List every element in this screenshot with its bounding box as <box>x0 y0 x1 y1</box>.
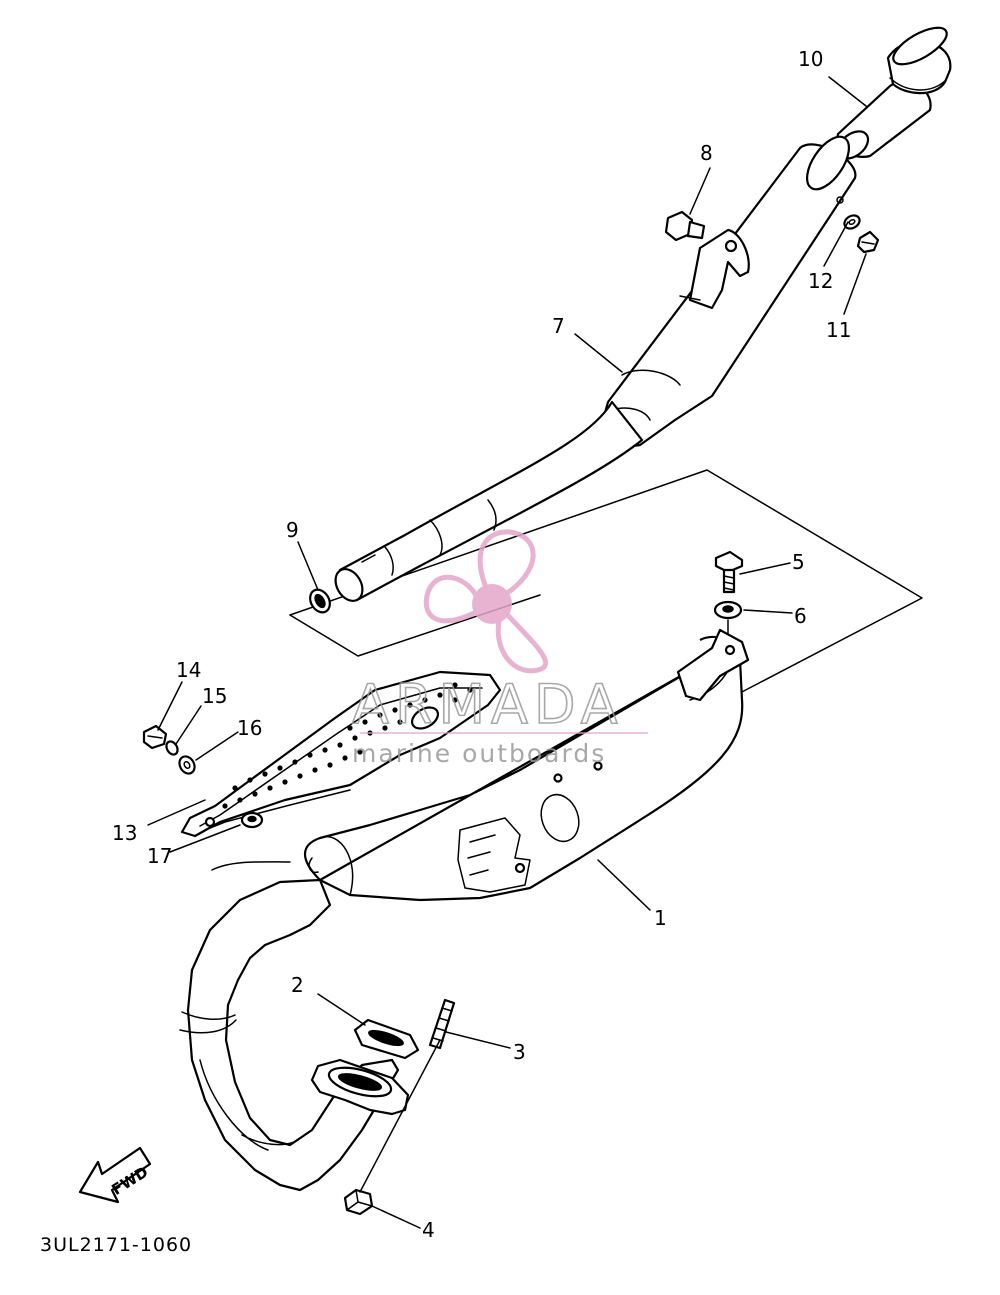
callout-labels: 1 2 3 4 5 6 7 8 9 10 11 12 13 14 15 16 1… <box>112 47 851 1242</box>
part-2-gasket <box>353 1018 420 1060</box>
part-11-screw <box>856 230 880 254</box>
part-3-stud-bolt <box>428 998 456 1050</box>
callout-10: 10 <box>798 47 823 71</box>
callout-11: 11 <box>826 318 851 342</box>
part-10-tail-pipe <box>836 26 952 160</box>
callout-9: 9 <box>286 518 299 542</box>
part-7-silencer <box>334 135 857 602</box>
callout-5: 5 <box>792 550 805 574</box>
callout-8: 8 <box>700 141 713 165</box>
propeller-logo-icon <box>423 529 548 674</box>
callout-7: 7 <box>552 314 565 338</box>
armada-watermark: ARMADA marine outboards <box>351 529 648 768</box>
part-17-damper <box>240 811 264 829</box>
callout-4: 4 <box>422 1218 435 1242</box>
part-16-washer <box>178 755 196 775</box>
callout-16: 16 <box>237 716 262 740</box>
callout-17: 17 <box>147 844 172 868</box>
part-4-nut <box>343 1188 374 1216</box>
part-13-protector <box>180 670 502 838</box>
leader-lines <box>147 76 867 1229</box>
callout-1: 1 <box>654 906 667 930</box>
watermark-tagline: marine outboards <box>352 739 606 768</box>
callout-3: 3 <box>513 1040 526 1064</box>
part-15-spring-washer <box>165 740 179 756</box>
protector-vent-holes <box>222 682 473 809</box>
callout-6: 6 <box>794 604 807 628</box>
callout-15: 15 <box>202 684 227 708</box>
callout-12: 12 <box>808 269 833 293</box>
fwd-arrow-icon: FWD <box>78 1146 151 1204</box>
callout-14: 14 <box>176 658 201 682</box>
part-12-washer <box>843 214 861 230</box>
callout-2: 2 <box>291 973 304 997</box>
part-1-exhaust-pipe <box>179 628 750 1192</box>
part-6-grommet <box>713 600 743 649</box>
part-8-bolt <box>664 210 706 242</box>
part-9-gasket <box>309 588 331 614</box>
diagram-code: 3UL2171-1060 <box>40 1234 192 1256</box>
part-14-screw <box>142 724 168 750</box>
part-5-bolt <box>714 550 744 594</box>
watermark-brand: ARMADA <box>352 673 624 736</box>
callout-13: 13 <box>112 821 137 845</box>
